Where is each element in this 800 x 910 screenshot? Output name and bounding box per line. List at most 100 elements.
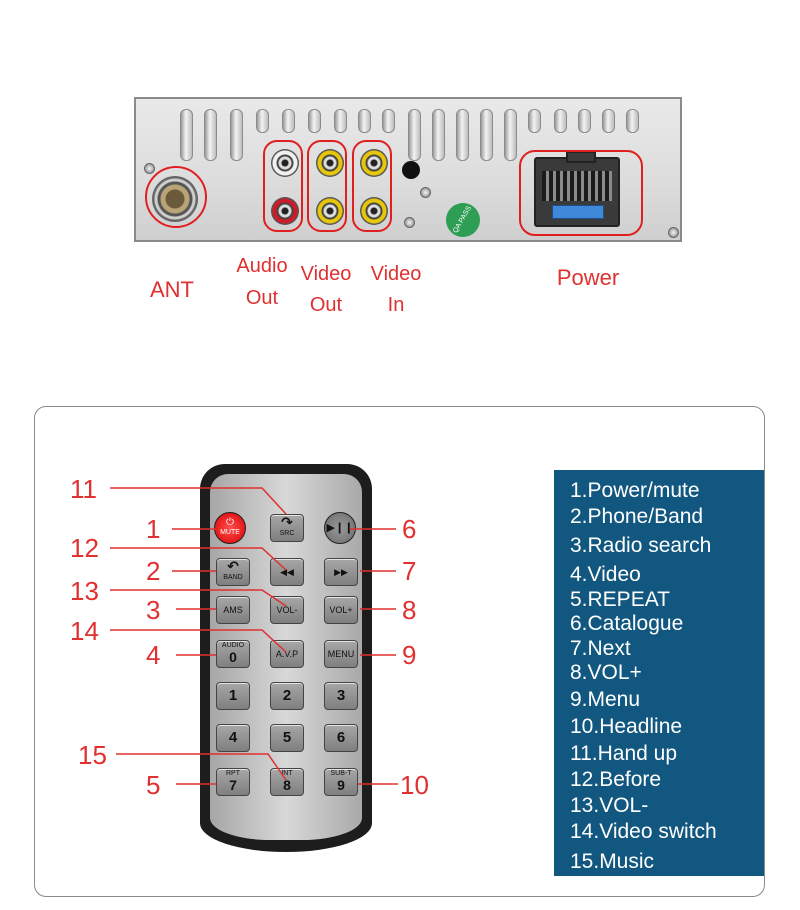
screw-icon xyxy=(668,227,679,238)
previous-button[interactable]: ◀◀ xyxy=(270,558,304,586)
legend-item-15: 15.Music xyxy=(570,850,655,873)
connector-pins xyxy=(542,171,612,201)
vent-slot xyxy=(334,109,347,133)
phone-icon: ↶ xyxy=(227,558,239,574)
vol-plus-label: VOL+ xyxy=(329,605,353,615)
previous-icon: ◀◀ xyxy=(280,567,294,577)
vent-slot xyxy=(602,109,615,133)
leader-line-14 xyxy=(110,629,287,653)
remote-control: ⏻ MUTE ↷ SRC ▶❙❙ ↶ BAND ◀◀ ▶▶ AMS VOL- V… xyxy=(200,464,372,852)
vent-slot xyxy=(432,109,445,161)
digit-4-button[interactable]: 4 xyxy=(216,724,250,752)
digit-7: 7 xyxy=(229,777,237,793)
power-callout xyxy=(519,150,643,236)
play-pause-button[interactable]: ▶❙❙ xyxy=(324,512,356,544)
callout-number-8: 8 xyxy=(402,595,417,625)
rear-panel: QA PASS xyxy=(134,97,682,244)
audio-0-button[interactable]: AUDIO 0 xyxy=(216,640,250,668)
legend-item-6: 6.Catalogue xyxy=(570,612,684,635)
rpt-7-button[interactable]: RPT 7 xyxy=(216,768,250,796)
digit-3-button[interactable]: 3 xyxy=(324,682,358,710)
legend-item-7: 7.Next xyxy=(570,637,631,660)
digit-3: 3 xyxy=(336,687,346,704)
audio-out-callout xyxy=(263,140,303,232)
callout-number-10: 10 xyxy=(400,770,429,800)
ams-button-label: AMS xyxy=(223,605,243,615)
callout-number-15: 15 xyxy=(78,740,107,770)
video-out-callout xyxy=(307,140,347,232)
vol-plus-button[interactable]: VOL+ xyxy=(324,596,358,624)
next-button[interactable]: ▶▶ xyxy=(324,558,358,586)
ant-callout xyxy=(145,166,207,228)
audio-label: AUDIO xyxy=(221,642,245,649)
legend-item-3: 3.Radio search xyxy=(570,534,712,557)
leader-line-13 xyxy=(110,589,287,607)
legend-item-9: 9.Menu xyxy=(570,688,641,711)
menu-button[interactable]: MENU xyxy=(324,640,358,668)
callout-number-7: 7 xyxy=(402,556,417,586)
screw-icon xyxy=(420,187,431,198)
vent-slot xyxy=(382,109,395,133)
callout-number-9: 9 xyxy=(402,640,417,670)
vent-slot xyxy=(480,109,493,161)
mute-button[interactable]: ⏻ MUTE xyxy=(214,512,246,544)
ams-button[interactable]: AMS xyxy=(216,596,250,624)
vol-minus-button[interactable]: VOL- xyxy=(270,596,304,624)
digit-6-button[interactable]: 6 xyxy=(324,724,358,752)
callout-number-6: 6 xyxy=(402,514,417,544)
digit-1-button[interactable]: 1 xyxy=(216,682,250,710)
ant-label: ANT xyxy=(150,277,194,302)
digit-9: 9 xyxy=(337,777,345,793)
legend-item-14: 14.Video switch xyxy=(570,820,717,843)
menu-label: MENU xyxy=(327,649,355,659)
legend-item-1: 1.Power/mute xyxy=(570,479,700,502)
video-out-label-line2: Out xyxy=(309,294,343,316)
int-8-button[interactable]: INT 8 xyxy=(270,768,304,796)
power-label: Power xyxy=(556,265,620,290)
vent-slot xyxy=(504,109,517,161)
vent-slot xyxy=(308,109,321,133)
band-button[interactable]: ↶ BAND xyxy=(216,558,250,586)
src-button[interactable]: ↷ SRC xyxy=(270,514,304,542)
mic-hole xyxy=(402,161,420,179)
vent-slot xyxy=(230,109,243,161)
video-in-callout xyxy=(352,140,392,232)
digit-2-button[interactable]: 2 xyxy=(270,682,304,710)
power-connector xyxy=(534,151,620,227)
subt-9-button[interactable]: SUB-T 9 xyxy=(324,768,358,796)
video-in-label-line1: Video xyxy=(370,263,422,285)
callout-number-13: 13 xyxy=(70,576,99,606)
digit-0: 0 xyxy=(229,649,237,665)
vent-slot xyxy=(626,109,639,133)
next-icon: ▶▶ xyxy=(334,567,348,577)
video-in-label-line2: In xyxy=(387,294,405,316)
connector-lock xyxy=(566,151,596,163)
digit-4: 4 xyxy=(228,729,238,746)
audio-out-label-line1: Audio xyxy=(236,255,288,277)
legend-item-5: 5.REPEAT xyxy=(570,588,670,611)
vent-slot xyxy=(256,109,269,133)
power-icon: ⏻ xyxy=(226,517,234,528)
callout-number-1: 1 xyxy=(146,514,161,544)
subt-label: SUB-T xyxy=(330,770,352,777)
legend-item-13: 13.VOL- xyxy=(570,794,649,817)
callout-number-14: 14 xyxy=(70,616,99,646)
audio-out-label-line2: Out xyxy=(245,287,279,309)
callout-number-5: 5 xyxy=(146,770,161,800)
play-pause-icon: ▶❙❙ xyxy=(326,522,354,534)
digit-2: 2 xyxy=(282,687,292,704)
mute-button-label: MUTE xyxy=(220,529,240,536)
vent-slot xyxy=(554,109,567,133)
avp-button[interactable]: A.V.P xyxy=(270,640,304,668)
video-out-label-line1: Video xyxy=(300,263,352,285)
src-button-label: SRC xyxy=(279,530,295,537)
fuse-icon xyxy=(552,205,604,219)
callout-number-3: 3 xyxy=(146,595,161,625)
digit-5-button[interactable]: 5 xyxy=(270,724,304,752)
digit-8: 8 xyxy=(283,777,291,793)
callout-number-2: 2 xyxy=(146,556,161,586)
band-button-label: BAND xyxy=(223,574,243,581)
vent-slot xyxy=(528,109,541,133)
digit-6: 6 xyxy=(336,729,346,746)
